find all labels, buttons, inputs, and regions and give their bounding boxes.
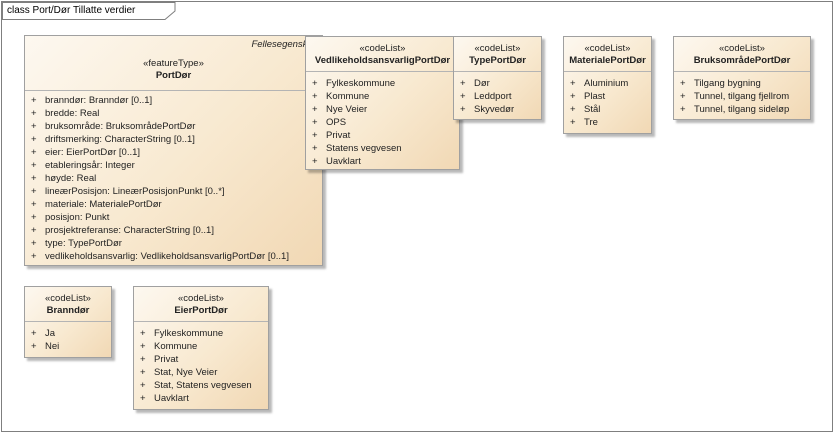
compartment-separator <box>25 321 111 322</box>
class-name: EierPortDør <box>174 305 228 316</box>
attribute-row[interactable]: +Dør <box>460 78 490 89</box>
attribute-row[interactable]: +Kommune <box>312 91 370 102</box>
attribute-row[interactable]: +etableringsår: Integer <box>31 160 135 171</box>
attribute-list: +Fylkeskommune +Kommune +Nye Veier +OPS … <box>306 77 459 168</box>
class-header: «codeList» BruksområdePortDør <box>674 37 810 67</box>
class-stereotype: «codeList» <box>719 43 765 54</box>
attribute-row[interactable]: +Aluminium <box>570 78 629 89</box>
class-eierportdor[interactable]: «codeList» EierPortDør +Fylkeskommune +K… <box>133 286 269 410</box>
attribute-row[interactable]: +vedlikeholdsansvarlig: Vedlikeholdsansv… <box>31 251 289 262</box>
class-stereotype: «codeList» <box>474 43 521 54</box>
class-branndor[interactable]: «codeList» Branndør +Ja +Nei <box>24 286 112 358</box>
class-stereotype: «codeList» <box>359 43 406 54</box>
attribute-row[interactable]: +bruksområde: BruksområdePortDør <box>31 121 196 132</box>
class-portdor[interactable]: Fellesegenskap «featureType» PortDør +br… <box>24 35 323 266</box>
compartment-separator <box>306 71 459 72</box>
attribute-list: +Aluminium +Plast +Stål +Tre <box>564 77 651 129</box>
class-header: «codeList» EierPortDør <box>134 287 268 317</box>
class-name: BruksområdePortDør <box>693 55 791 66</box>
class-name: TypePortDør <box>469 55 526 66</box>
class-stereotype: «codeList» <box>584 43 631 54</box>
attribute-list: +branndør: Branndør [0..1] +bredde: Real… <box>25 94 322 263</box>
attribute-row[interactable]: +Uavklart <box>312 156 361 167</box>
attribute-row[interactable]: +driftsmerking: CharacterString [0..1] <box>31 134 195 145</box>
attribute-row[interactable]: +type: TypePortDør <box>31 238 122 249</box>
attribute-row[interactable]: +branndør: Branndør [0..1] <box>31 95 153 106</box>
attribute-row[interactable]: +høyde: Real <box>31 173 97 184</box>
frame-title-tab <box>2 2 176 20</box>
class-name: VedlikeholdsansvarligPortDør <box>314 55 451 66</box>
attribute-row[interactable]: +Tre <box>570 117 598 128</box>
class-name: Branndør <box>46 305 90 316</box>
attribute-row[interactable]: +OPS <box>312 117 347 128</box>
attribute-row[interactable]: +Tilgang bygning <box>680 78 761 89</box>
compartment-separator <box>134 321 268 322</box>
attribute-row[interactable]: +Privat <box>140 354 179 365</box>
attribute-row[interactable]: +prosjektreferanse: CharacterString [0..… <box>31 225 214 236</box>
attribute-row[interactable]: +Plast <box>570 91 606 102</box>
class-name: PortDør <box>155 70 192 81</box>
compartment-separator <box>674 71 810 72</box>
attribute-row[interactable]: +Ja <box>31 328 56 339</box>
class-stereotype: «codeList» <box>178 293 224 304</box>
attribute-row[interactable]: +Stat, Statens vegvesen <box>140 380 252 391</box>
class-stereotype: «featureType» <box>143 58 204 69</box>
class-header: «codeList» TypePortDør <box>454 37 541 67</box>
attribute-row[interactable]: +Fylkeskommune <box>140 328 224 339</box>
class-vedlikeholdsansvarlig-portdor[interactable]: «codeList» VedlikeholdsansvarligPortDør … <box>305 36 460 170</box>
compartment-separator <box>454 71 541 72</box>
attribute-list: +Fylkeskommune +Kommune +Privat +Stat, N… <box>134 327 268 405</box>
class-header: «codeList» VedlikeholdsansvarligPortDør <box>306 37 459 67</box>
class-header: «codeList» Branndør <box>25 287 111 317</box>
class-materialeportdor[interactable]: «codeList» MaterialePortDør +Aluminium +… <box>563 36 652 134</box>
compartment-separator <box>564 71 651 72</box>
attribute-list: +Dør +Leddport +Skyvedør <box>454 77 541 116</box>
attribute-list: +Ja +Nei <box>25 327 111 353</box>
attribute-row[interactable]: +materiale: MaterialePortDør <box>31 199 162 210</box>
package-label: Fellesegenskap <box>251 39 318 50</box>
attribute-list: +Tilgang bygning +Tunnel, tilgang fjellr… <box>674 77 810 116</box>
attribute-row[interactable]: +Uavklart <box>140 393 189 404</box>
attribute-row[interactable]: +Tunnel, tilgang fjellrom <box>680 91 790 102</box>
attribute-row[interactable]: +bredde: Real <box>31 108 100 119</box>
frame-title: class Port/Dør Tillatte verdier <box>7 5 136 16</box>
attribute-row[interactable]: +eier: EierPortDør [0..1] <box>31 147 141 158</box>
attribute-row[interactable]: +Tunnel, tilgang sideløp <box>680 104 790 115</box>
attribute-row[interactable]: +Privat <box>312 130 351 141</box>
class-name: MaterialePortDør <box>569 55 646 66</box>
attribute-row[interactable]: +Fylkeskommune <box>312 78 396 89</box>
attribute-row[interactable]: +Leddport <box>460 91 512 102</box>
attribute-row[interactable]: +Stat, Nye Veier <box>140 367 218 378</box>
attribute-row[interactable]: +Statens vegvesen <box>312 143 402 154</box>
class-header: «codeList» MaterialePortDør <box>564 37 651 67</box>
class-bruksomradeportdor[interactable]: «codeList» BruksområdePortDør +Tilgang b… <box>673 36 811 120</box>
class-header: «featureType» PortDør <box>25 36 322 82</box>
attribute-row[interactable]: +Stål <box>570 104 601 115</box>
class-typeportdor[interactable]: «codeList» TypePortDør +Dør +Leddport +S… <box>453 36 542 120</box>
compartment-separator <box>25 90 322 91</box>
attribute-row[interactable]: +posisjon: Punkt <box>31 212 110 223</box>
attribute-row[interactable]: +Skyvedør <box>460 104 515 115</box>
attribute-row[interactable]: +Nei <box>31 341 60 352</box>
attribute-row[interactable]: +lineærPosisjon: LineærPosisjonPunkt [0.… <box>31 186 225 197</box>
class-stereotype: «codeList» <box>45 293 91 304</box>
attribute-row[interactable]: +Nye Veier <box>312 104 368 115</box>
attribute-row[interactable]: +Kommune <box>140 341 198 352</box>
